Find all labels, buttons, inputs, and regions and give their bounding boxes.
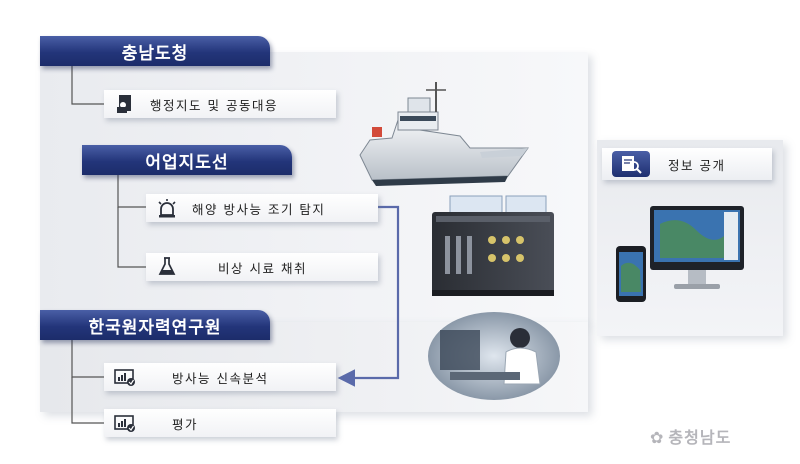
- chart-monitor-icon: [112, 412, 138, 434]
- flower-logo-icon: ✿: [650, 428, 665, 447]
- item-sample-label: 비상 시료 채취: [218, 260, 307, 276]
- info-disclosure-label: 정보 공개: [668, 157, 726, 173]
- section-title-fishery-boat: 어업지도선: [82, 145, 292, 175]
- item-evaluation: 평가: [104, 409, 336, 437]
- flow-connector: [337, 205, 400, 387]
- item-admin-label: 행정지도 및 공동대응: [150, 97, 278, 113]
- section-title-chungnam: 충남도청: [40, 36, 270, 66]
- document-person-icon: [112, 93, 138, 115]
- flask-icon: [154, 256, 180, 278]
- item-detect-label: 해양 방사능 조기 탐지: [192, 201, 326, 217]
- section-title-kaeri: 한국원자력연구원: [40, 310, 270, 340]
- info-disclosure-header: 정보 공개: [602, 148, 772, 180]
- search-document-icon: [612, 151, 650, 177]
- tree-lines: [71, 66, 146, 424]
- lab-illustration: [428, 312, 560, 400]
- item-analysis-label: 방사능 신속분석: [172, 370, 269, 386]
- ship-illustration: [359, 82, 529, 186]
- item-sampling: 비상 시료 채취: [146, 253, 378, 281]
- monitor-illustration: [650, 206, 744, 289]
- item-eval-label: 평가: [172, 416, 199, 432]
- item-administration: 행정지도 및 공동대응: [104, 90, 336, 118]
- chart-monitor-icon: [112, 366, 138, 388]
- phone-illustration: [616, 246, 646, 302]
- analyzer-illustration: [432, 195, 554, 296]
- item-early-detection: 해양 방사능 조기 탐지: [146, 194, 378, 222]
- watermark: ✿충청남도: [650, 424, 731, 448]
- item-rapid-analysis: 방사능 신속분석: [104, 363, 336, 391]
- alarm-siren-icon: [154, 197, 180, 219]
- watermark-text: 충청남도: [668, 428, 732, 447]
